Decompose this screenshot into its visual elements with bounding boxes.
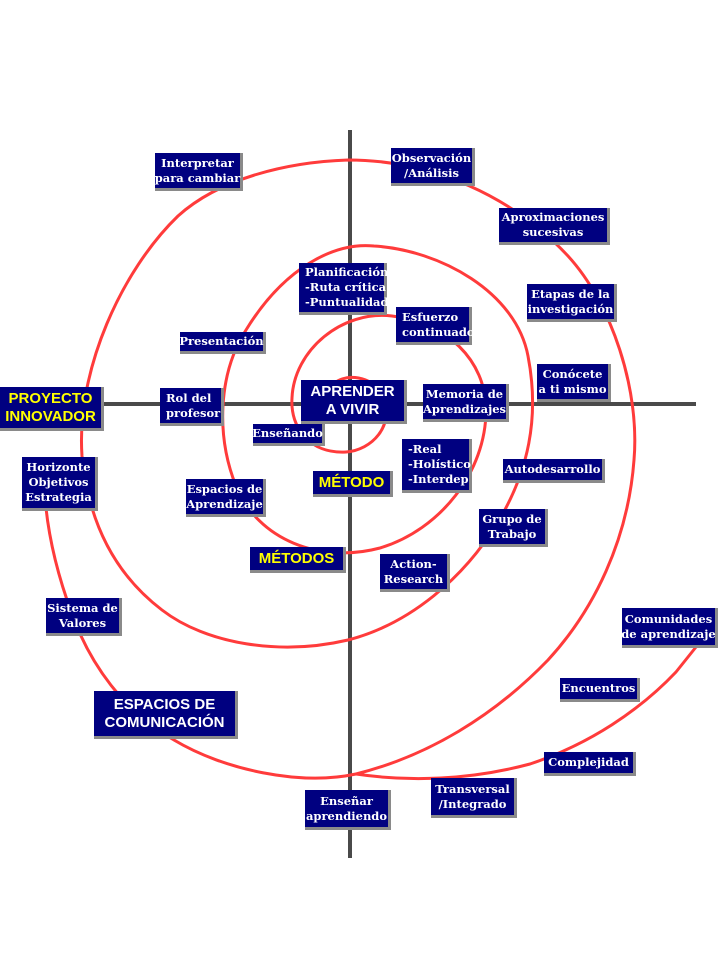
label-transversal: Transversal/Integrado [431, 778, 517, 818]
label-action-research: Action-Research [380, 554, 450, 592]
label-metodo: MÉTODO [313, 471, 393, 497]
label-autodesarrollo: Autodesarrollo [503, 459, 605, 483]
label-observacion: Observación/Análisis [391, 148, 475, 186]
label-planificacion: Planificación-Ruta crítica-Puntualidad [299, 263, 389, 315]
label-ensenando: Enseñando [252, 424, 325, 446]
label-encuentros: Encuentros [560, 678, 640, 702]
label-metodos: MÉTODOS [250, 547, 346, 573]
label-complejidad: Complejidad [544, 752, 636, 776]
spiral-tail [354, 640, 702, 781]
spiral-curve [42, 158, 637, 780]
label-real-holistico: -Real-Holístico-Interdep [402, 439, 472, 493]
label-presentacion: Presentación [179, 332, 266, 354]
